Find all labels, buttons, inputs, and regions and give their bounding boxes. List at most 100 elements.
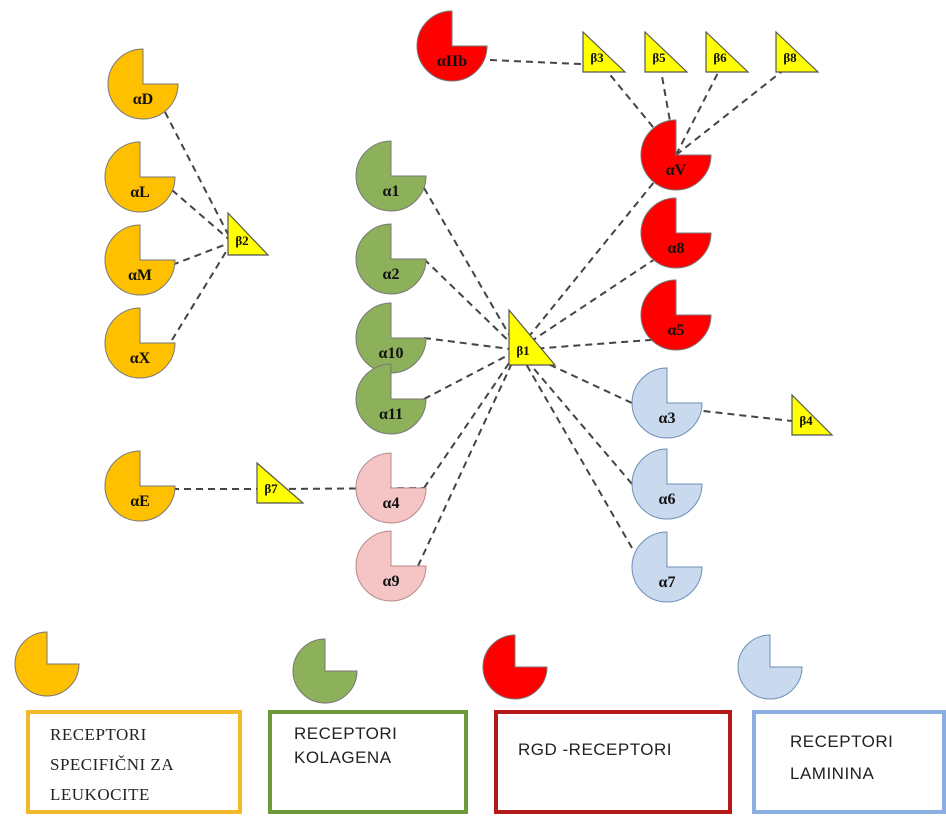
beta-node-b3: β3 [582, 30, 627, 73]
beta-label-b2: β2 [235, 233, 248, 248]
beta-node-b4: β4 [791, 393, 834, 436]
legend-text-line: LAMININA [790, 764, 875, 783]
legend-laminin-receptors: RECEPTORI LAMININA [752, 710, 946, 814]
connection-a6-b1 [517, 349, 633, 485]
alpha-shape-a9 [355, 530, 427, 602]
connection-aV-b3 [601, 64, 677, 156]
beta-node-b1: β1 [508, 308, 557, 366]
alpha-shape-a8 [640, 197, 712, 269]
alpha-node-a9: α9 [355, 530, 427, 602]
alpha-label-a6: α6 [659, 491, 676, 508]
alpha-node-aX: αX [104, 307, 176, 379]
beta-node-b8: β8 [775, 30, 820, 73]
legend-text-line: SPECIFIČNI ZA [50, 755, 175, 774]
alpha-node-a5: α5 [640, 279, 712, 351]
connection-aIIb-b3 [489, 59, 603, 66]
beta-label-b1: β1 [516, 343, 529, 358]
alpha-shape-aX [104, 307, 176, 379]
connection-a4-b1 [423, 349, 519, 489]
alpha-node-aIIb: αIIb [416, 10, 488, 82]
alpha-label-a1: α1 [383, 183, 400, 200]
connection-a8-b1 [517, 244, 677, 351]
connection-aX-b2 [171, 241, 233, 341]
legend-text-line: RGD -RECEPTORI [518, 740, 673, 759]
alpha-shape-aIIb [416, 10, 488, 82]
alpha-shape-a7 [631, 531, 703, 603]
legend-text-line: LEUKOCITE [50, 785, 150, 804]
connection-aL-b2 [171, 189, 233, 243]
alpha-node-a4: α4 [355, 452, 427, 524]
alpha-label-aX: αX [130, 350, 151, 367]
alpha-label-a8: α8 [668, 240, 685, 257]
alpha-node-aV: αV [640, 119, 712, 191]
alpha-label-aL: αL [130, 184, 150, 201]
connection-a5-b1 [517, 337, 677, 351]
connection-a2-b1 [423, 258, 519, 351]
legend-text-line: RECEPTORI [50, 725, 147, 744]
alpha-label-a7: α7 [659, 574, 676, 591]
alpha-shape-a4 [355, 452, 427, 524]
alpha-node-a6: α6 [631, 448, 703, 520]
legend-text-line: RECEPTORI [294, 724, 398, 743]
alpha-label-aM: αM [128, 267, 152, 284]
beta-shape-b3 [582, 30, 627, 73]
beta-label-b6: β6 [713, 50, 727, 65]
alpha-label-a2: α2 [383, 266, 400, 283]
connection-a9-b1 [417, 349, 519, 567]
alpha-label-aV: αV [666, 162, 687, 179]
alpha-node-aM: αM [104, 224, 176, 296]
alpha-label-a9: α9 [383, 573, 400, 590]
alpha-shape-a11 [355, 363, 427, 435]
alpha-shape-aD [107, 48, 179, 120]
legend-icon-laminin [737, 634, 803, 700]
alpha-shape-aV [640, 119, 712, 191]
connection-a1-b1 [423, 187, 519, 351]
beta-shape-b5 [644, 30, 689, 73]
connection-aV-b8 [675, 64, 791, 156]
beta-node-b5: β5 [644, 30, 689, 73]
alpha-shape-a6 [631, 448, 703, 520]
alpha-shape-aL [104, 141, 176, 213]
alpha-shape-a3 [631, 367, 703, 439]
beta-shape-b6 [705, 30, 750, 73]
beta-label-b3: β3 [590, 50, 604, 65]
beta-shape-b7 [256, 461, 305, 504]
connection-aV-b1 [517, 154, 677, 351]
alpha-label-a10: α10 [379, 345, 404, 362]
connection-a10-b1 [423, 337, 519, 351]
alpha-label-aD: αD [133, 91, 153, 108]
alpha-node-a7: α7 [631, 531, 703, 603]
connection-aM-b2 [171, 241, 233, 266]
alpha-shape-a5 [640, 279, 712, 351]
legend-leukocyte-receptors: RECEPTORI SPECIFIČNI ZA LEUKOCITE [26, 710, 242, 814]
alpha-shape-a1 [355, 140, 427, 212]
alpha-node-aD: αD [107, 48, 179, 120]
beta-label-b5: β5 [652, 50, 666, 65]
beta-shape-b8 [775, 30, 820, 73]
beta-label-b8: β8 [783, 50, 797, 65]
beta-shape-b4 [791, 393, 834, 436]
connection-aV-b6 [675, 64, 723, 156]
alpha-shape-a10 [355, 302, 427, 374]
legend-icon-leukocyte [14, 631, 80, 697]
beta-node-b2: β2 [227, 211, 270, 256]
alpha-node-a3: α3 [631, 367, 703, 439]
alpha-label-a4: α4 [383, 495, 400, 512]
connection-a3-b1 [517, 349, 633, 404]
alpha-node-a2: α2 [355, 223, 427, 295]
connection-a7-b1 [517, 349, 633, 549]
beta-shape-b1 [508, 308, 557, 366]
alpha-node-a1: α1 [355, 140, 427, 212]
alpha-shape-a2 [355, 223, 427, 295]
legend-icon-collagen [292, 638, 358, 704]
beta-label-b7: β7 [264, 481, 278, 496]
legend-icon-rgd [482, 634, 548, 700]
alpha-label-aIIb: αIIb [437, 53, 467, 70]
alpha-label-a5: α5 [668, 322, 685, 339]
alpha-shape-aE [104, 450, 176, 522]
receptor-nodes: αDαLαMαXαEα1α2α10α11α4α9αIIbαVα8α5α3α6α7… [104, 10, 834, 603]
connection-aD-b2 [164, 111, 233, 243]
connection-a11-b1 [423, 349, 519, 400]
alpha-node-a10: α10 [355, 302, 427, 374]
